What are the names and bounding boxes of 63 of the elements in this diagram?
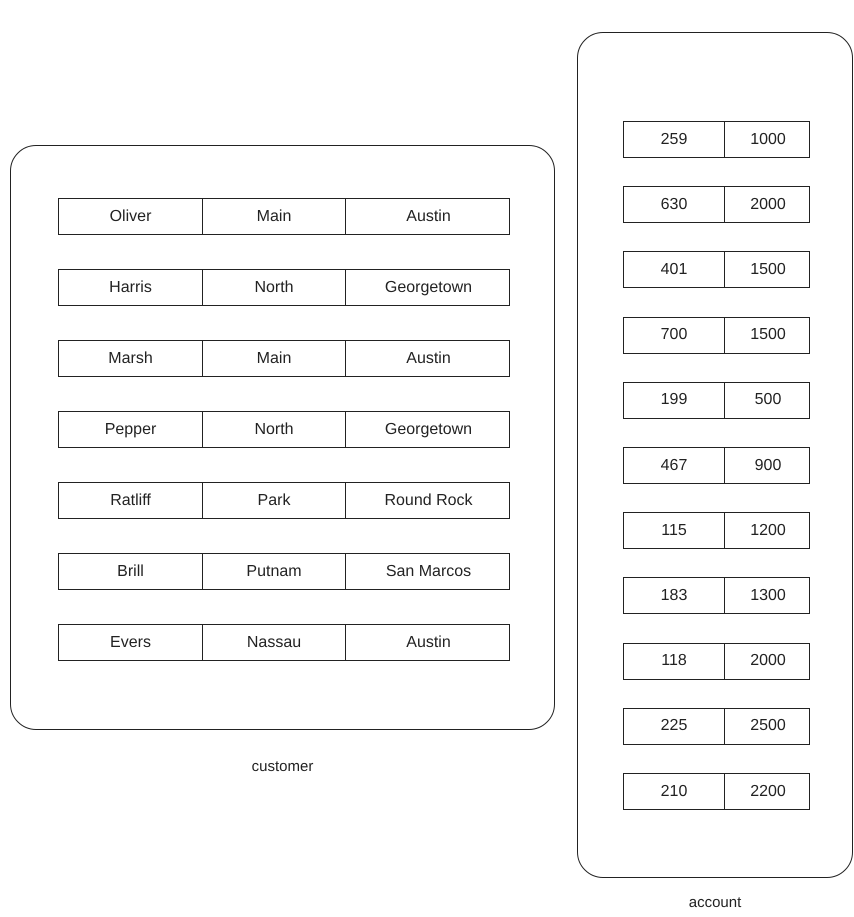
table-cell-text: 118 <box>660 651 688 672</box>
table-cell: Austin <box>345 341 511 376</box>
table-cell: 2200 <box>724 774 811 809</box>
table-cell-text: 199 <box>660 390 688 410</box>
table-cell: 1500 <box>724 252 811 288</box>
table-cell-text: 401 <box>660 260 688 280</box>
table-row <box>58 482 510 519</box>
table-cell-text: 259 <box>660 130 688 150</box>
table-cell: 500 <box>724 382 811 418</box>
table-row <box>623 577 810 614</box>
table-cell: Main <box>202 341 345 376</box>
table-cell: Austin <box>345 199 511 234</box>
table-row <box>58 553 510 590</box>
table-cell: Round Rock <box>345 483 511 518</box>
table-row <box>623 512 810 550</box>
table-row <box>623 121 810 158</box>
table-cell: Georgetown <box>345 270 511 305</box>
table-row <box>623 773 810 810</box>
table-row <box>623 186 810 224</box>
table-cell-text: Evers <box>109 632 152 652</box>
table-cell: 1200 <box>724 513 811 548</box>
table-cell-text: 630 <box>660 194 688 215</box>
table-row <box>623 447 810 484</box>
table-cell: 1000 <box>724 122 811 157</box>
set-label: customer <box>252 757 314 777</box>
set-label: account <box>688 893 742 913</box>
table-cell-text: 700 <box>660 325 688 346</box>
table-row <box>58 340 510 377</box>
table-cell: North <box>202 412 345 447</box>
table-cell-text: 210 <box>660 782 688 802</box>
table-cell-text: 183 <box>660 586 688 606</box>
table-cell-text: 115 <box>660 520 688 541</box>
table-cell-text: 225 <box>660 716 688 736</box>
table-cell: 1300 <box>724 578 811 614</box>
table-cell: 900 <box>724 448 811 483</box>
table-cell-text: Brill <box>116 562 145 582</box>
table-cell: Austin <box>345 625 511 660</box>
table-cell-text: Oliver <box>108 206 152 226</box>
table-cell-text: Pepper <box>104 420 158 440</box>
table-cell-text: Harris <box>108 278 153 298</box>
table-cell-text: 467 <box>660 456 688 476</box>
table-cell: 2000 <box>724 187 811 222</box>
table-row <box>623 316 810 354</box>
table-row <box>623 708 810 745</box>
table-cell: Park <box>202 483 345 518</box>
table-row <box>58 624 510 661</box>
table-row <box>58 269 510 306</box>
table-cell: 2000 <box>724 644 811 679</box>
table-row <box>58 411 510 448</box>
table-row <box>58 198 510 235</box>
table-row <box>623 382 810 419</box>
table-cell: Georgetown <box>345 412 511 447</box>
table-cell-text: Marsh <box>107 348 154 368</box>
table-cell: San Marcos <box>345 554 511 589</box>
table-row <box>623 251 810 288</box>
table-cell-text: Ratliff <box>109 490 152 510</box>
table-cell: Nassau <box>202 625 345 660</box>
table-cell: Main <box>202 199 345 234</box>
table-cell: 1500 <box>724 318 811 353</box>
table-cell: 2500 <box>724 708 811 744</box>
table-cell: North <box>202 270 345 305</box>
table-row <box>623 642 810 680</box>
table-cell: Putnam <box>202 554 345 589</box>
